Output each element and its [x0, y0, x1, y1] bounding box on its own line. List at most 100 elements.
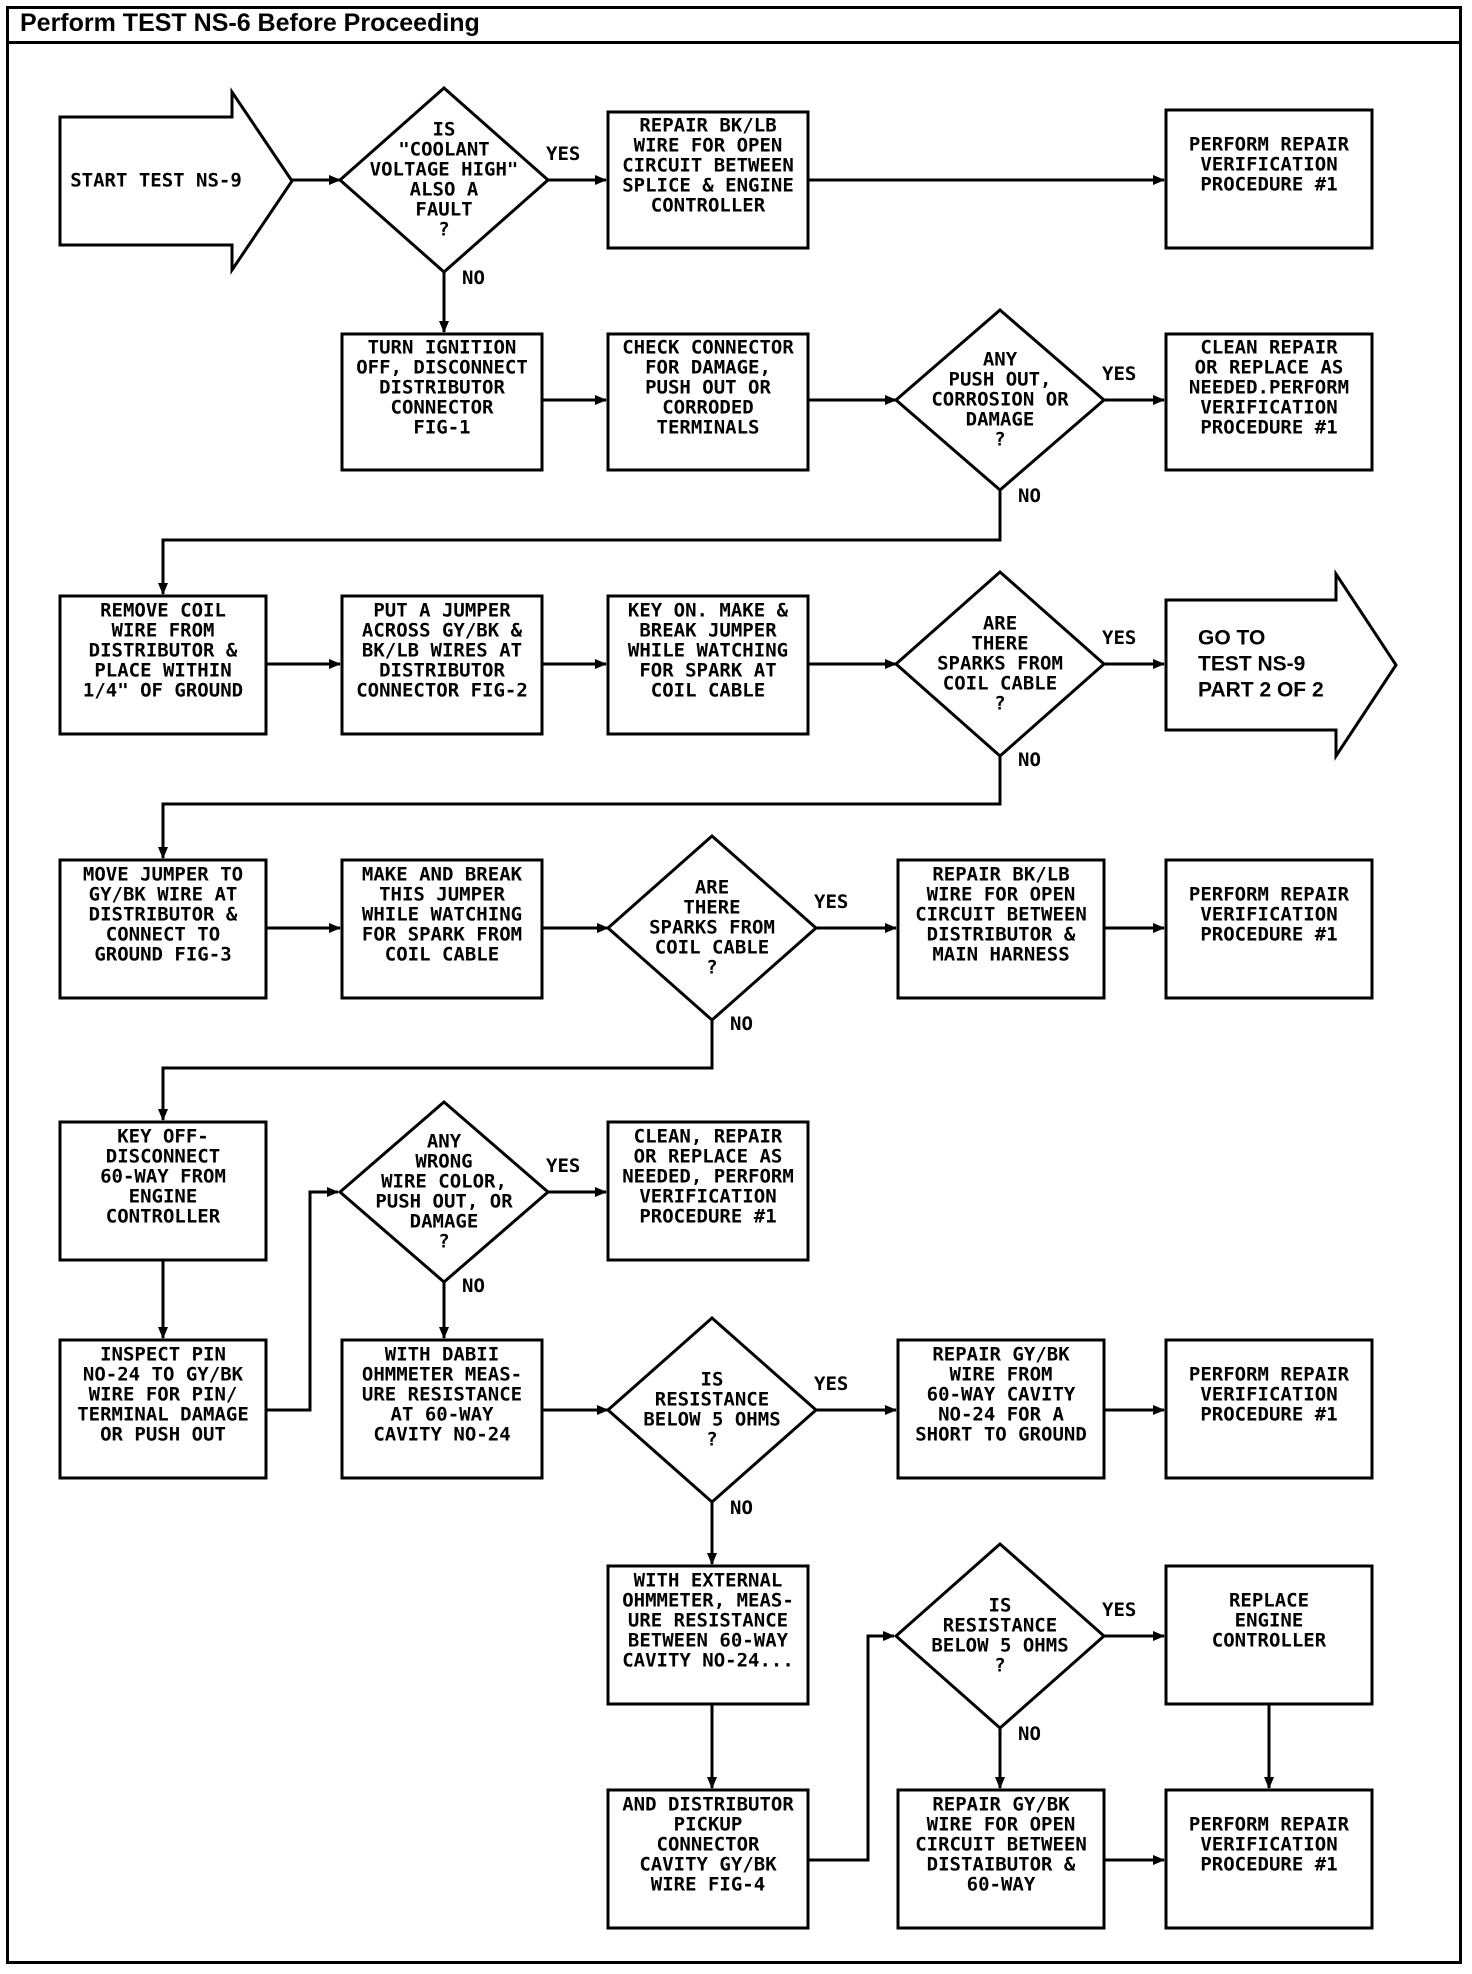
yes-branch-label: YES: [546, 143, 580, 165]
node-text-line: URE RESISTANCE: [362, 1384, 522, 1406]
node-text-line: CAVITY NO-24...: [622, 1650, 794, 1672]
node-text-line: NEEDED, PERFORM: [622, 1166, 794, 1188]
process-box-shape: [58, 1338, 268, 1480]
node-text-line: BETWEEN 60-WAY: [628, 1630, 789, 1652]
node-text-line: PROCEDURE #1: [639, 1206, 776, 1228]
node-text-line: WIRE FOR OPEN: [634, 135, 783, 157]
node-text-line: COIL CABLE: [943, 673, 1057, 695]
node-text-line: ANY: [983, 349, 1018, 371]
process-box-shape: [1164, 108, 1374, 250]
node-text-line: DISCONNECT: [106, 1146, 220, 1168]
node-text-line: PROCEDURE #1: [1200, 1854, 1337, 1876]
node-text-line: CAVITY NO-24: [373, 1424, 510, 1446]
connector-line: [158, 756, 1002, 859]
node-text-line: GO TO: [1198, 627, 1265, 650]
node-text-line: NO-24 TO GY/BK: [83, 1364, 244, 1386]
node-text-line: BELOW 5 OHMS: [643, 1409, 780, 1431]
node-text-line: PUSH OUT,: [949, 369, 1052, 391]
node-text-line: WIRE FOR OPEN: [927, 884, 1076, 906]
process-box-shape: [340, 1338, 544, 1480]
block-arrow-shape: [58, 87, 294, 275]
no-branch-label: NO: [730, 1013, 753, 1035]
node-text-line: 60-WAY FROM: [100, 1166, 226, 1188]
process-box-shape: [1164, 332, 1374, 472]
node-text-line: OR PUSH OUT: [100, 1424, 226, 1446]
node-text-line: DISTRIBUTOR &: [89, 640, 238, 662]
node-text-line: CIRCUIT BETWEEN: [915, 1834, 1087, 1856]
node-text-line: PUSH OUT OR: [645, 377, 771, 399]
process-box-shape: [606, 1564, 810, 1706]
node-text-line: AT 60-WAY: [391, 1404, 495, 1426]
node-text-line: WIRE COLOR,: [381, 1171, 507, 1193]
node-text-line: ARE: [983, 613, 1017, 635]
decision-diamond-shape: [605, 1315, 819, 1505]
node-text-line: WIRE FROM: [112, 620, 215, 642]
node-text-line: ANY: [427, 1131, 462, 1153]
node-text-line: WIRE FIG-4: [651, 1874, 765, 1896]
connector-line: [808, 1631, 895, 1862]
node-text-line: ?: [438, 219, 449, 241]
node-text-line: VERIFICATION: [1200, 397, 1337, 419]
decision-diamond-shape: [605, 833, 819, 1023]
node-text-line: ?: [706, 1429, 717, 1451]
node-text-line: RESISTANCE: [655, 1389, 769, 1411]
node-text-line: 60-WAY: [967, 1874, 1036, 1896]
yes-branch-label: YES: [814, 1373, 848, 1395]
node-text-line: OR REPLACE AS: [1195, 357, 1344, 379]
process-box-shape: [340, 858, 544, 1000]
node-text-line: VOLTAGE HIGH": [370, 159, 519, 181]
process-box-shape: [606, 1120, 810, 1262]
node-text-line: CHECK CONNECTOR: [622, 337, 794, 359]
flow-node-start: START TEST NS-9: [58, 87, 294, 275]
node-text-line: AND DISTRIBUTOR: [622, 1794, 794, 1816]
node-text-line: DISTRIBUTOR &: [89, 904, 238, 926]
node-text-line: PUSH OUT, OR: [375, 1191, 513, 1213]
node-text-line: PROCEDURE #1: [1200, 417, 1337, 439]
process-box-shape: [1164, 1338, 1374, 1480]
node-text-line: CONTROLLER: [651, 195, 766, 217]
node-text-line: KEY ON. MAKE &: [628, 600, 789, 622]
node-text-line: PLACE WITHIN: [94, 660, 231, 682]
node-text-line: DISTAIBUTOR &: [927, 1854, 1076, 1876]
node-text-line: ?: [438, 1231, 449, 1253]
node-text-line: START TEST NS-9: [70, 170, 242, 192]
node-text-line: REPAIR BK/LB: [932, 864, 1069, 886]
node-text-line: SPARKS FROM: [937, 653, 1063, 675]
node-text-line: PROCEDURE #1: [1200, 174, 1337, 196]
node-text-line: FAULT: [415, 199, 472, 221]
node-text-line: CLEAN REPAIR: [1200, 337, 1338, 359]
node-text-line: THERE: [683, 897, 740, 919]
node-text-line: CONTROLLER: [106, 1206, 221, 1228]
connector-line: [266, 1187, 339, 1412]
yes-branch-label: YES: [814, 891, 848, 913]
node-text-line: REMOVE COIL: [100, 600, 226, 622]
connector-line: [158, 1020, 714, 1121]
node-text-line: IS: [433, 119, 456, 141]
node-text-line: GROUND FIG-3: [94, 944, 231, 966]
node-text-line: REPAIR GY/BK: [932, 1344, 1070, 1366]
node-text-line: KEY OFF-: [117, 1126, 209, 1148]
process-box-shape: [606, 594, 810, 736]
node-text-line: 60-WAY CAVITY: [927, 1384, 1076, 1406]
no-branch-label: NO: [462, 1275, 485, 1297]
block-arrow-shape: [1164, 569, 1398, 761]
decision-diamond-shape: [893, 569, 1107, 759]
node-text-line: NEEDED.PERFORM: [1189, 377, 1349, 399]
node-text-line: PERFORM REPAIR: [1189, 134, 1350, 156]
node-text-line: VERIFICATION: [639, 1186, 776, 1208]
process-box-shape: [58, 1120, 268, 1262]
